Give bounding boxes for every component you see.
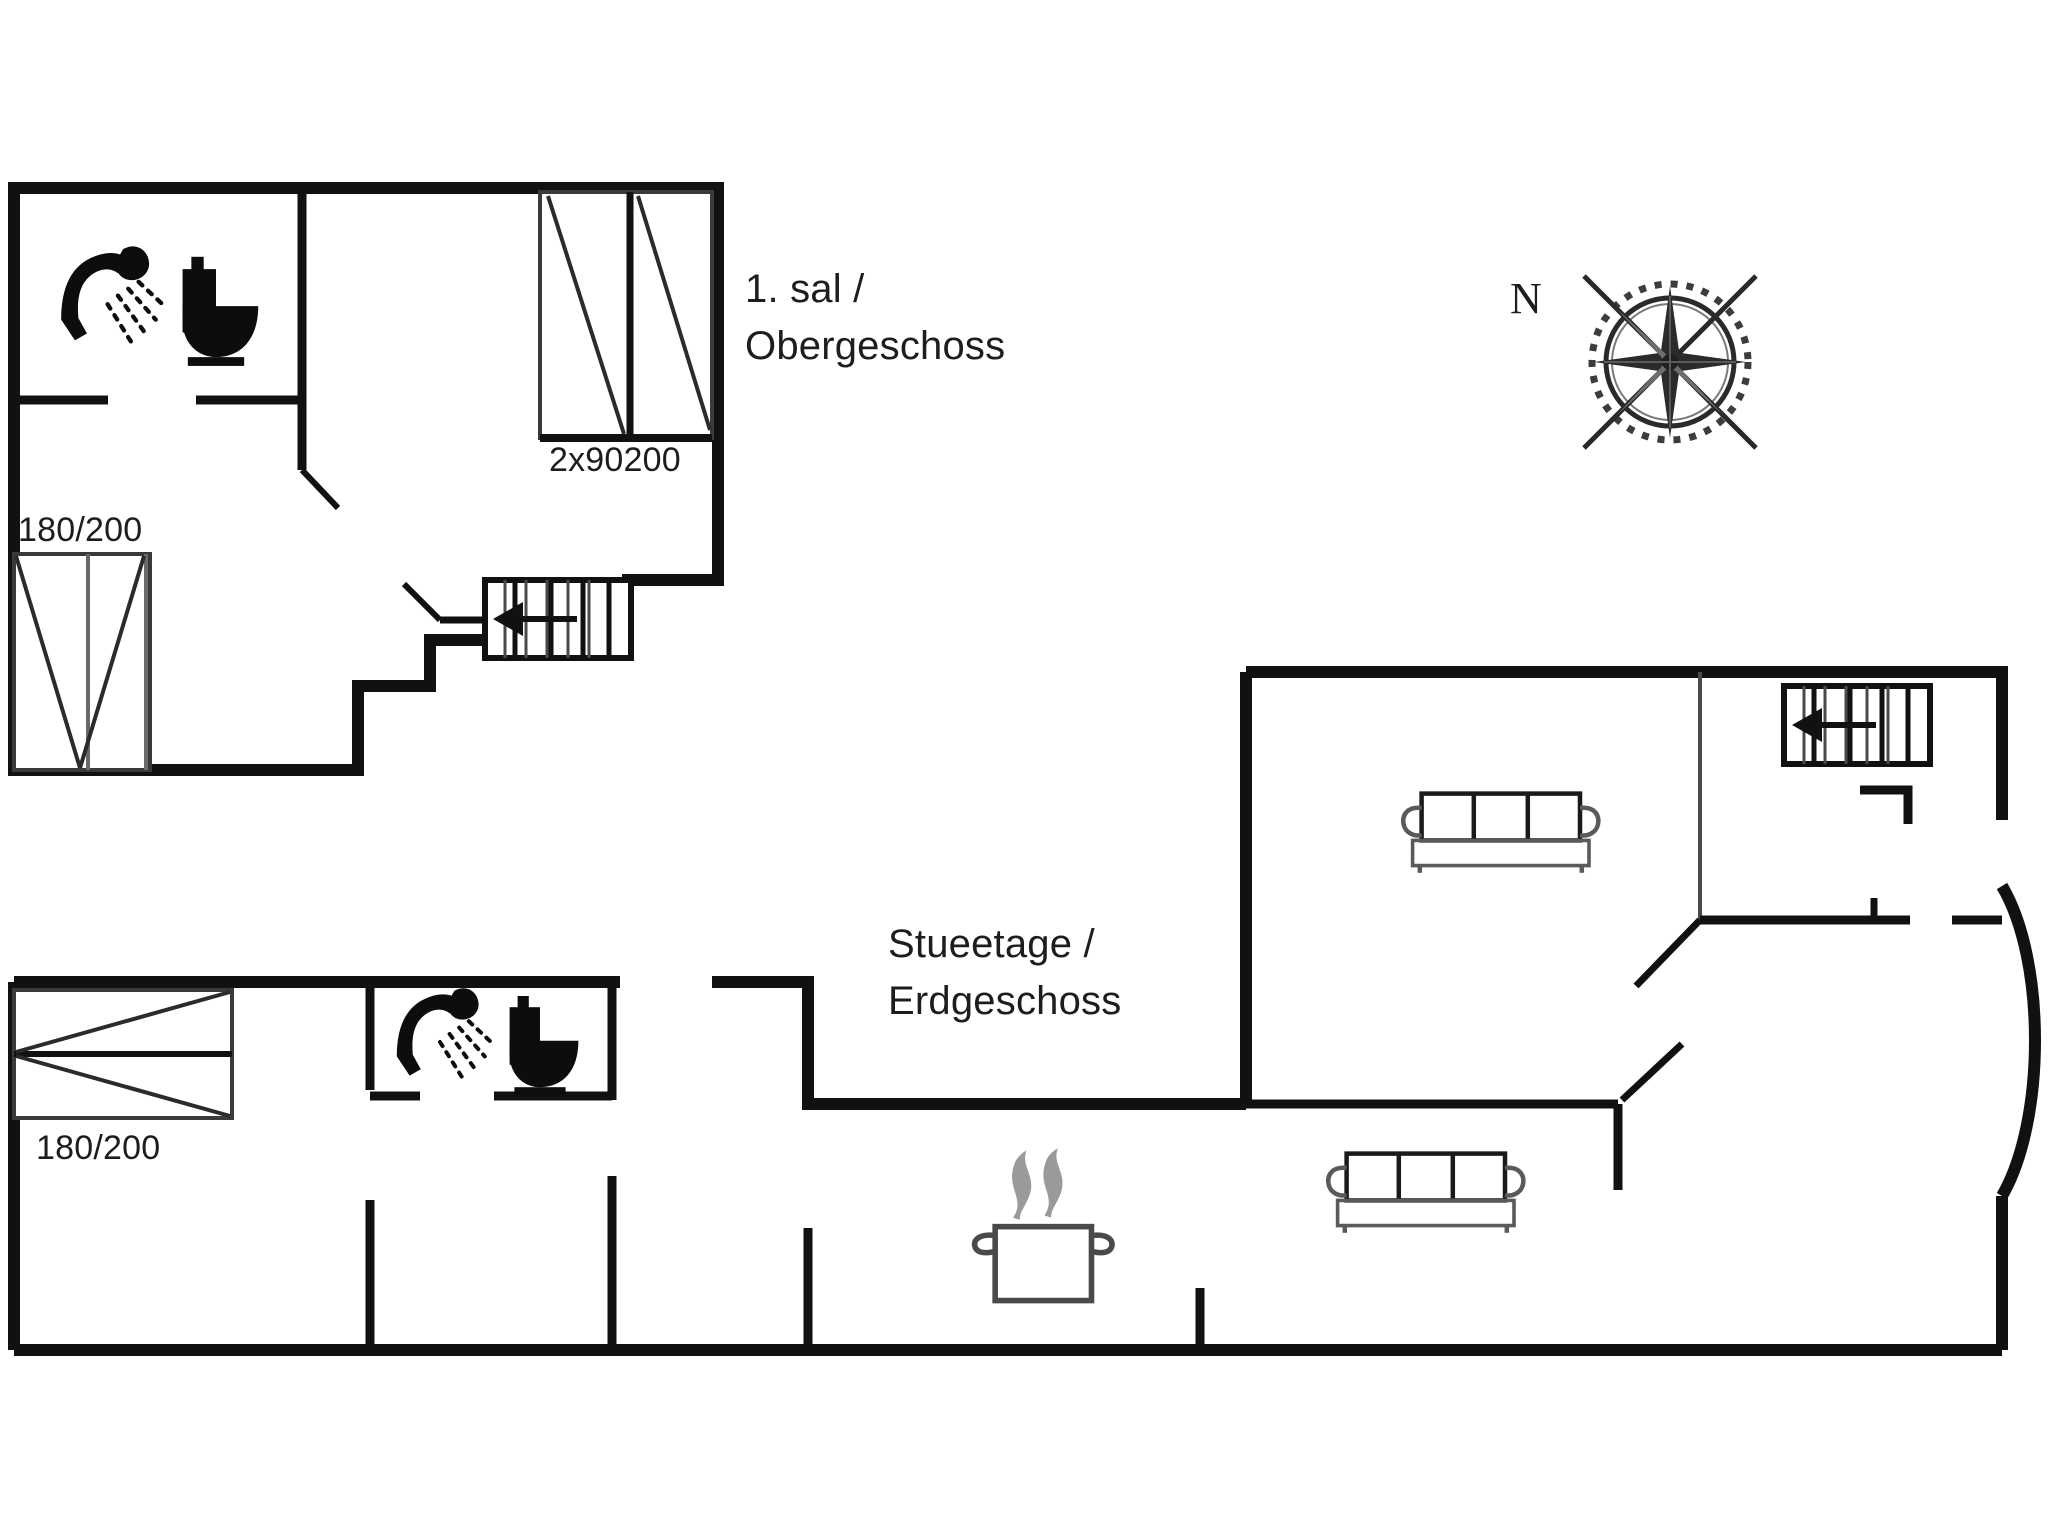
- ground-bed-symbol: [12, 988, 234, 1120]
- upper-floor-title-line2: Obergeschoss: [745, 324, 1006, 368]
- staircase-icon[interactable]: [1784, 686, 1930, 764]
- ground-floor-title-line1: Stueetage /: [888, 922, 1095, 966]
- upper-door-swing-stair: [401, 581, 443, 623]
- sofa-icon: [1403, 794, 1598, 873]
- shower-icon: [397, 988, 495, 1080]
- upper-floor-title-line1: 1. sal /: [745, 267, 865, 311]
- ground-right-top-wall: [1246, 666, 2008, 820]
- bed-dimension-upper: 180/200: [18, 511, 143, 549]
- upper-bed-symbol: [12, 552, 152, 772]
- sofa-icon: [1328, 1154, 1523, 1233]
- ground-right-curved-wall: [1996, 882, 2041, 1200]
- ground-stair-partition: [1860, 785, 1913, 824]
- ground-floor-plan: [8, 666, 2041, 1356]
- ground-door-swing-upper: [1633, 917, 1703, 989]
- upper-floor-plan: [8, 182, 724, 776]
- ground-floor-title-line2: Erdgeschoss: [888, 979, 1122, 1023]
- ground-hallway-wall: [712, 976, 1246, 1110]
- ground-door-swing-lower: [1619, 1041, 1685, 1103]
- bed-dimension-ground: 180/200: [36, 1129, 161, 1167]
- upper-window-symbol: [538, 190, 714, 442]
- compass-north-label: N: [1510, 274, 1542, 323]
- compass-rose: [1584, 276, 1756, 448]
- cooking-pot-icon: [975, 1148, 1112, 1300]
- staircase-icon[interactable]: [485, 580, 631, 658]
- upper-door-swing-bath: [299, 467, 341, 511]
- toilet-icon: [509, 996, 579, 1096]
- window-dimension-upper: 2x90200: [549, 441, 681, 479]
